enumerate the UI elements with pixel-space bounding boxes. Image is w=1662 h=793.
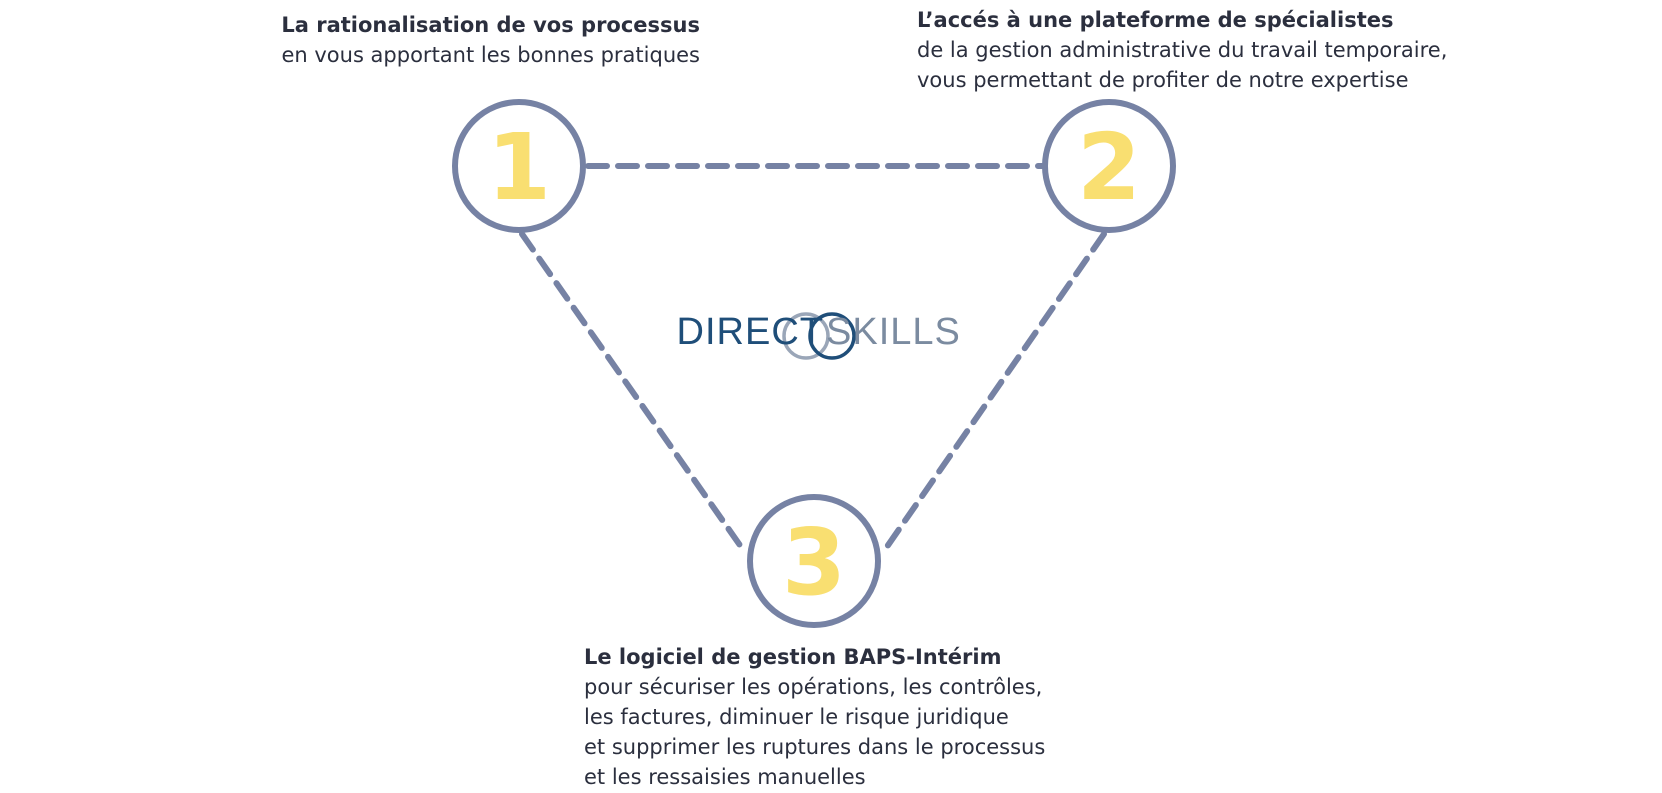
node-3: 3 (747, 494, 881, 628)
node-1-circle (452, 99, 586, 233)
connector-2-3 (881, 231, 1107, 554)
node-2-description: L’accés à une plateforme de spécialistes… (917, 5, 1447, 95)
node-3-circle (747, 494, 881, 628)
node-3-line-4: et les ressaisies manuelles (584, 765, 866, 789)
node-1-title: La rationalisation de vos processus (281, 13, 700, 37)
direct-skills-logo: DIRECT SKILLS (677, 311, 961, 360)
node-1-line-1: en vous apportant les bonnes pratiques (281, 43, 700, 67)
node-1: 1 (452, 99, 586, 233)
node-2: 2 (1042, 99, 1176, 233)
node-3-description: Le logiciel de gestion BAPS-Intérim pour… (584, 642, 1045, 792)
node-2-line-1: de la gestion administrative du travail … (917, 38, 1448, 62)
node-2-title: L’accés à une plateforme de spécialistes (917, 8, 1394, 32)
node-3-line-1: pour sécuriser les opérations, les contr… (584, 675, 1043, 699)
node-2-circle (1042, 99, 1176, 233)
logo-text-direct: DIRECT (677, 311, 824, 353)
connector-1-3 (519, 231, 747, 554)
node-2-line-2: vous permettant de profiter de notre exp… (917, 68, 1409, 92)
node-1-description: La rationalisation de vos processus en v… (200, 10, 700, 70)
node-2-number: 2 (1077, 114, 1141, 221)
node-1-number: 1 (487, 114, 551, 221)
logo-text-skills: SKILLS (826, 311, 961, 353)
node-3-line-3: et supprimer les ruptures dans le proces… (584, 735, 1046, 759)
logo-ring-left (782, 312, 830, 360)
node-3-line-2: les factures, diminuer le risque juridiq… (584, 705, 1009, 729)
node-3-number: 3 (782, 509, 846, 616)
node-3-title: Le logiciel de gestion BAPS-Intérim (584, 645, 1002, 669)
logo-ring-right (808, 312, 856, 360)
